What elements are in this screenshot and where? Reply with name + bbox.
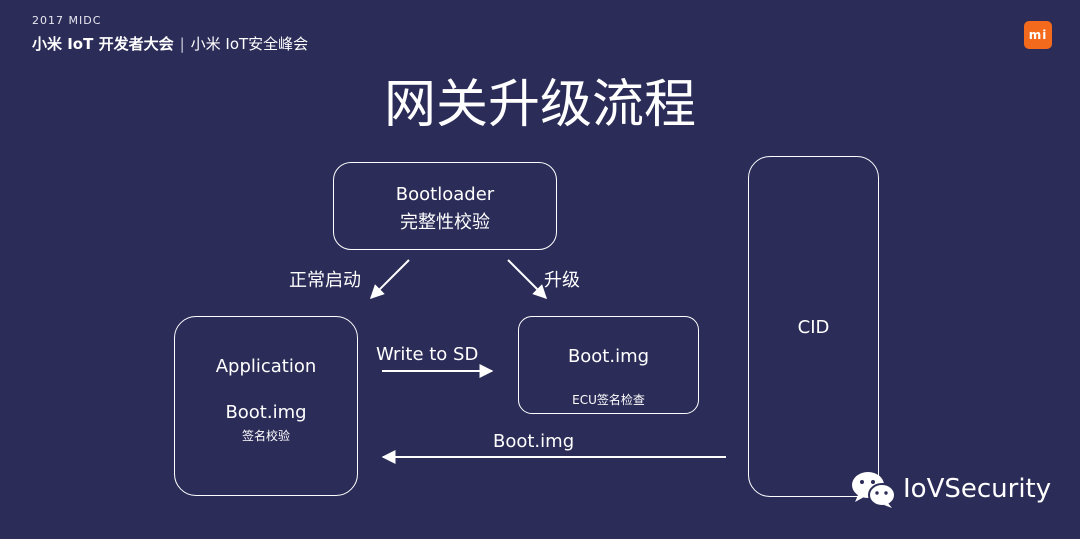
- edge-label-normal-boot: 正常启动: [289, 270, 361, 291]
- watermark-text: IoVSecurity: [903, 474, 1052, 504]
- cid-label: CID: [797, 317, 830, 338]
- header-event-line: 小米 IoT 开发者大会 | 小米 IoT安全峰会: [32, 33, 308, 54]
- application-image: Boot.img: [225, 402, 307, 423]
- bootloader-node: [333, 162, 557, 250]
- edge-label-bootimg-transfer: Boot.img: [493, 431, 575, 452]
- arrow-normal-boot: [370, 259, 410, 299]
- bootimg-node: [518, 316, 699, 414]
- bootloader-title: Bootloader: [395, 184, 495, 205]
- arrow-upgrade: [507, 259, 547, 299]
- page-title: 网关升级流程: [383, 75, 696, 135]
- cid-node: [748, 156, 879, 497]
- header-separator: |: [179, 35, 185, 53]
- header-event-name: 小米 IoT 开发者大会: [32, 35, 174, 53]
- mi-logo: mi: [1024, 21, 1052, 49]
- wechat-icon: [852, 472, 896, 508]
- edge-label-upgrade: 升级: [544, 270, 580, 291]
- application-check: 签名校验: [241, 429, 290, 443]
- application-title: Application: [215, 356, 317, 377]
- header-year-label: 2017 MIDC: [32, 14, 102, 27]
- bootimg-check: ECU签名检查: [572, 393, 645, 407]
- edge-label-write-sd: Write to SD: [376, 344, 479, 365]
- bootimg-title: Boot.img: [567, 346, 650, 367]
- header-subevent: 小米 IoT安全峰会: [190, 35, 309, 53]
- bootloader-check: 完整性校验: [400, 212, 490, 233]
- application-node: [174, 316, 358, 496]
